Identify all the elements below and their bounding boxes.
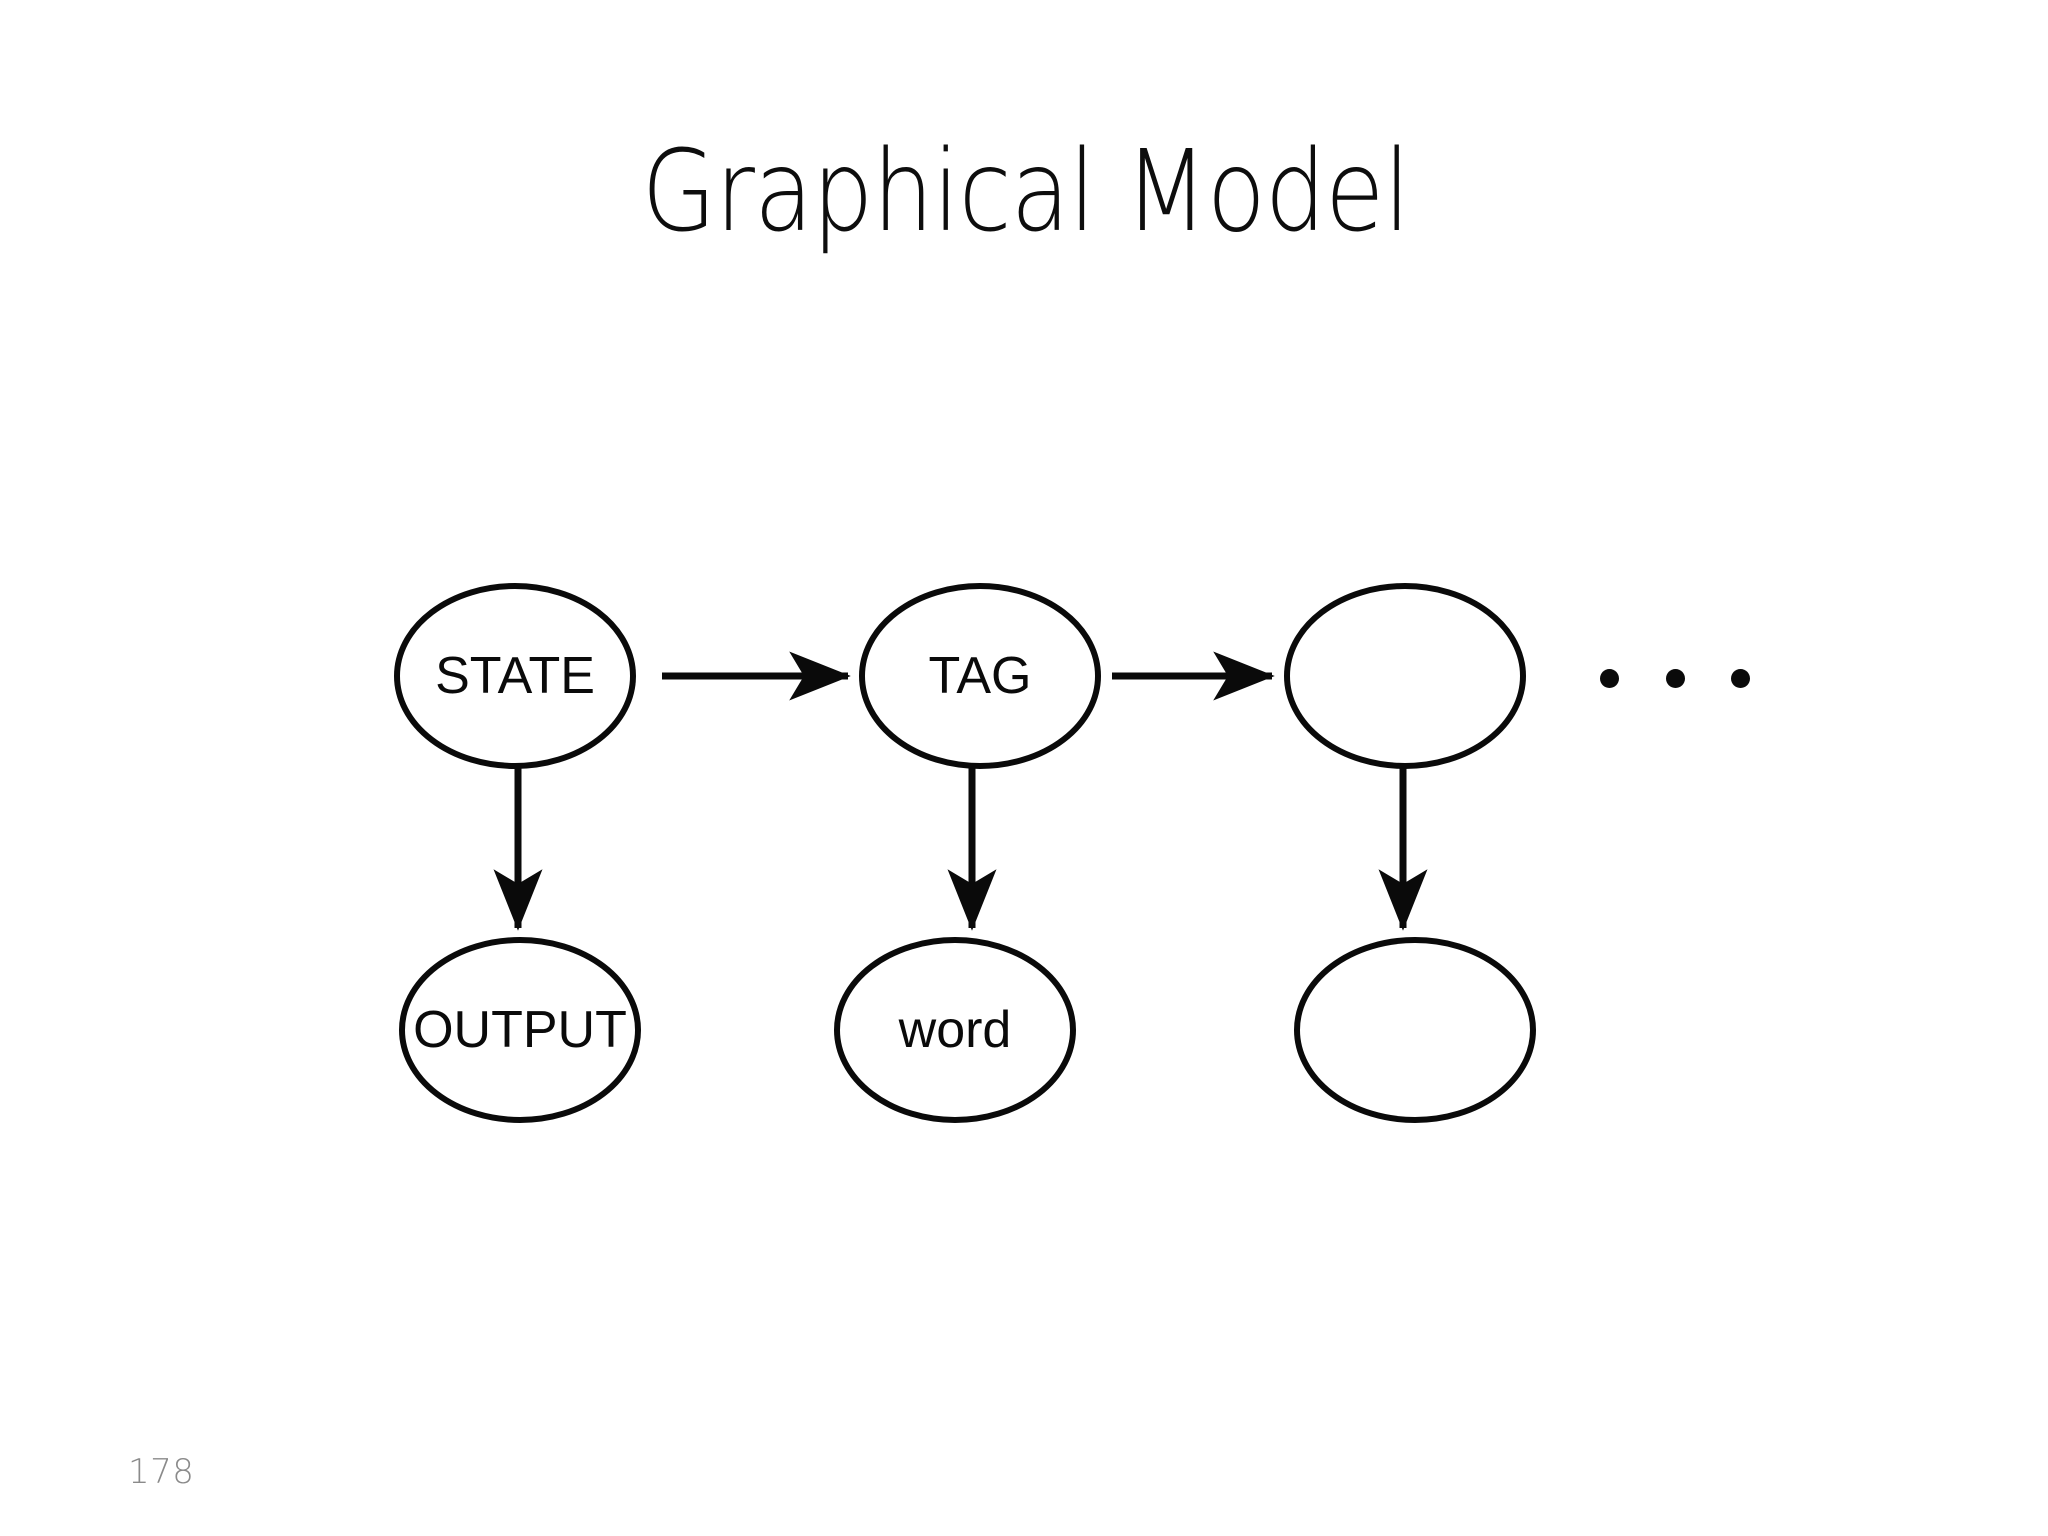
node-label-tag: TAG — [928, 647, 1032, 705]
ellipsis-dot-1 — [1600, 668, 1619, 688]
node-label-word: word — [898, 1001, 1012, 1059]
node-word[interactable] — [834, 937, 1076, 1123]
continuation-ellipsis — [1600, 648, 1750, 708]
node-hidden-third[interactable] — [1284, 583, 1526, 769]
ellipsis-dot-3 — [1731, 668, 1750, 688]
node-state[interactable] — [394, 583, 636, 769]
node-label-output: OUTPUT — [413, 1001, 627, 1059]
node-output[interactable] — [399, 937, 641, 1123]
page-title: Graphical Model — [641, 127, 1411, 257]
node-observed-third[interactable] — [1294, 937, 1536, 1123]
ellipsis-dot-2 — [1665, 668, 1685, 688]
page-number: 178 — [128, 1452, 195, 1492]
node-label-state: STATE — [435, 647, 595, 705]
node-tag[interactable] — [859, 583, 1101, 769]
